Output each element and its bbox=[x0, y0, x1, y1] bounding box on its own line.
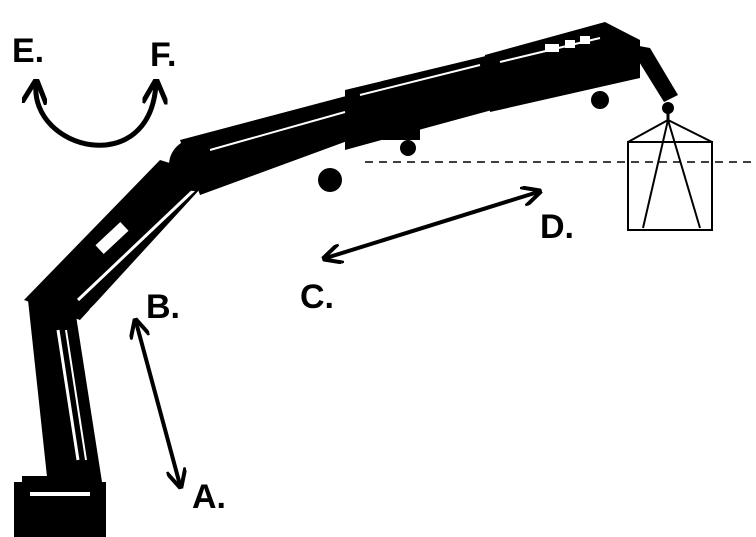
crane-lower-boom bbox=[24, 160, 212, 320]
label-d: D. bbox=[540, 208, 574, 246]
label-e: E. bbox=[12, 32, 44, 70]
crane-boom-tip bbox=[628, 44, 678, 122]
hanging-load bbox=[627, 119, 713, 231]
label-f: F. bbox=[150, 36, 176, 74]
arrow-ab bbox=[136, 322, 180, 485]
arrow-ef bbox=[36, 84, 156, 148]
crane-upper-boom bbox=[180, 22, 640, 195]
crane-base bbox=[14, 476, 106, 537]
label-a: A. bbox=[192, 478, 226, 516]
crane-column bbox=[28, 290, 102, 486]
arrow-cd bbox=[326, 192, 538, 258]
label-b: B. bbox=[146, 288, 180, 326]
label-c: C. bbox=[300, 278, 334, 316]
